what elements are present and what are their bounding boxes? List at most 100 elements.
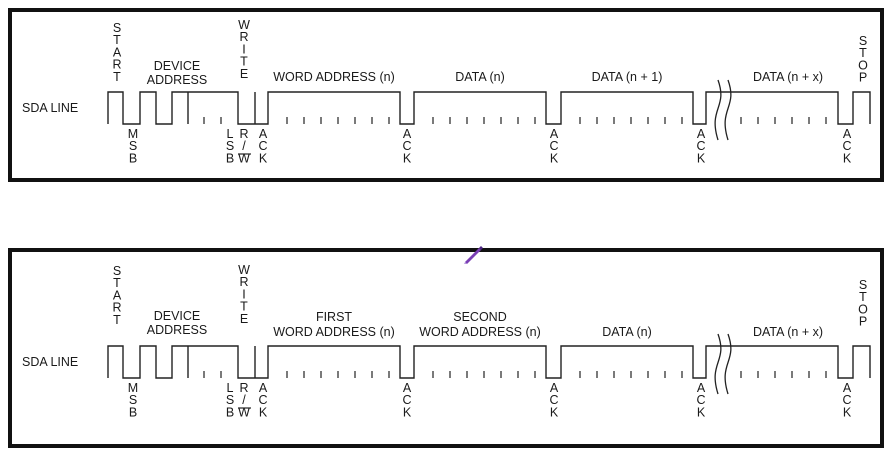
device-address-label-1: ADDRESS: [147, 73, 207, 87]
break-mark-right: [724, 79, 732, 141]
write-label-3: T: [240, 55, 248, 69]
start-label-3: R: [112, 301, 121, 315]
start-label-1: T: [113, 276, 121, 290]
ack-label-4-1: C: [842, 139, 851, 153]
stop-label-0: S: [859, 278, 867, 292]
msb-label-2: B: [129, 151, 137, 165]
last-field-label: DATA (n + x): [753, 325, 823, 339]
ack-label-3-1: C: [696, 393, 705, 407]
ack-label-3-2: K: [697, 151, 706, 165]
ack-label-0-1: C: [258, 139, 267, 153]
start-label-2: A: [113, 288, 122, 302]
sda-waveform: [107, 345, 871, 379]
start-label-0: S: [113, 264, 121, 278]
start-label-4: T: [113, 70, 121, 84]
field-label-0-1: WORD ADDRESS (n): [273, 325, 395, 339]
write-label-4: E: [240, 67, 248, 81]
ack-label-4-0: A: [843, 127, 852, 141]
start-label-4: T: [113, 313, 121, 327]
ack-label-3-1: C: [696, 139, 705, 153]
write-label-0: W: [238, 18, 250, 32]
ack-label-2-0: A: [550, 127, 559, 141]
device-address-label-1: ADDRESS: [147, 323, 207, 337]
lsb-label-0: L: [227, 127, 234, 141]
lsb-label-1: S: [226, 393, 234, 407]
ack-label-2-1: C: [549, 139, 558, 153]
ack-label-0-1: C: [258, 393, 267, 407]
msb-label-0: M: [128, 381, 138, 395]
stop-label-2: O: [858, 302, 868, 316]
stop-label-0: S: [859, 34, 867, 48]
write-label-1: R: [239, 275, 248, 289]
device-address-label-0: DEVICE: [154, 59, 201, 73]
ack-label-3-0: A: [697, 127, 706, 141]
ack-label-1-0: A: [403, 127, 412, 141]
field-label-1-0: DATA (n): [455, 70, 505, 84]
stop-label-3: P: [859, 71, 867, 85]
field-label-1-0: SECOND: [453, 310, 506, 324]
msb-label-1: S: [129, 393, 137, 407]
ack-label-0-0: A: [259, 127, 268, 141]
field-label-1-1: WORD ADDRESS (n): [419, 325, 541, 339]
msb-label-0: M: [128, 127, 138, 141]
ack-label-1-0: A: [403, 381, 412, 395]
ack-label-2-0: A: [550, 381, 559, 395]
ack-label-2-1: C: [549, 393, 558, 407]
ack-label-2-2: K: [550, 405, 559, 419]
break-mark-left: [714, 333, 722, 395]
page-write-diagram-panel: [8, 8, 884, 182]
rw-label-2: W: [238, 405, 250, 419]
write-label-0: W: [238, 263, 250, 277]
device-address-label-0: DEVICE: [154, 309, 201, 323]
sequential-read-diagram-panel: [8, 248, 884, 448]
start-label-3: R: [112, 58, 121, 72]
rw-label-1: /: [242, 393, 246, 407]
ack-label-4-0: A: [843, 381, 852, 395]
ack-label-0-2: K: [259, 405, 268, 419]
ack-label-4-2: K: [843, 405, 852, 419]
break-mark-right: [724, 333, 732, 395]
start-label-2: A: [113, 45, 122, 59]
sda-line-label: SDA LINE: [22, 355, 78, 369]
last-field-label: DATA (n + x): [753, 70, 823, 84]
ack-label-3-2: K: [697, 405, 706, 419]
lsb-label-2: B: [226, 405, 234, 419]
ack-label-1-2: K: [403, 151, 412, 165]
field-label-2-0: DATA (n): [602, 325, 652, 339]
rw-label-1: /: [242, 139, 246, 153]
ack-label-1-2: K: [403, 405, 412, 419]
pen-icon: [464, 246, 483, 264]
write-label-3: T: [240, 300, 248, 314]
stop-label-1: T: [859, 46, 867, 60]
write-label-4: E: [240, 312, 248, 326]
ack-label-4-2: K: [843, 151, 852, 165]
stop-label-3: P: [859, 315, 867, 329]
msb-label-2: B: [129, 405, 137, 419]
ack-label-3-0: A: [697, 381, 706, 395]
ack-label-1-1: C: [402, 393, 411, 407]
start-label-0: S: [113, 21, 121, 35]
field-label-0-0: FIRST: [316, 310, 352, 324]
lsb-label-1: S: [226, 139, 234, 153]
write-label-2: I: [242, 287, 245, 301]
ack-label-0-0: A: [259, 381, 268, 395]
rw-label-0: R: [239, 381, 248, 395]
msb-label-1: S: [129, 139, 137, 153]
rw-label-2: W: [238, 151, 250, 165]
field-label-2-0: DATA (n + 1): [592, 70, 663, 84]
write-label-1: R: [239, 30, 248, 44]
field-label-0-0: WORD ADDRESS (n): [273, 70, 395, 84]
sda-waveform: [107, 91, 871, 125]
ack-label-4-1: C: [842, 393, 851, 407]
write-label-2: I: [242, 42, 245, 56]
stop-label-2: O: [858, 58, 868, 72]
rw-label-0: R: [239, 127, 248, 141]
ack-label-0-2: K: [259, 151, 268, 165]
ack-label-1-1: C: [402, 139, 411, 153]
ack-label-2-2: K: [550, 151, 559, 165]
sda-line-label: SDA LINE: [22, 101, 78, 115]
lsb-label-2: B: [226, 151, 234, 165]
stop-label-1: T: [859, 290, 867, 304]
